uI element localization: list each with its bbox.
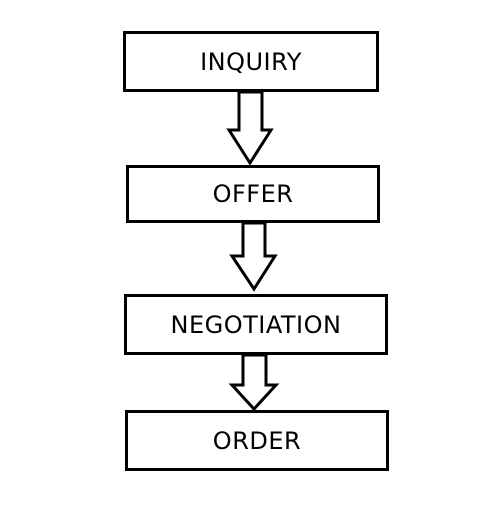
step-order-label: ORDER <box>212 426 302 455</box>
step-order-box: ORDER <box>125 410 389 471</box>
arrow-inquiry-to-offer <box>226 90 274 166</box>
arrow-negotiation-to-order <box>228 353 280 412</box>
step-inquiry-label: INQUIRY <box>200 47 302 76</box>
step-negotiation-label: NEGOTIATION <box>170 310 342 339</box>
step-inquiry-box: INQUIRY <box>123 31 379 92</box>
step-offer-label: OFFER <box>212 180 294 208</box>
arrow-offer-to-negotiation <box>229 221 278 292</box>
step-offer-box: OFFER <box>126 165 380 223</box>
step-negotiation-box: NEGOTIATION <box>124 294 388 355</box>
